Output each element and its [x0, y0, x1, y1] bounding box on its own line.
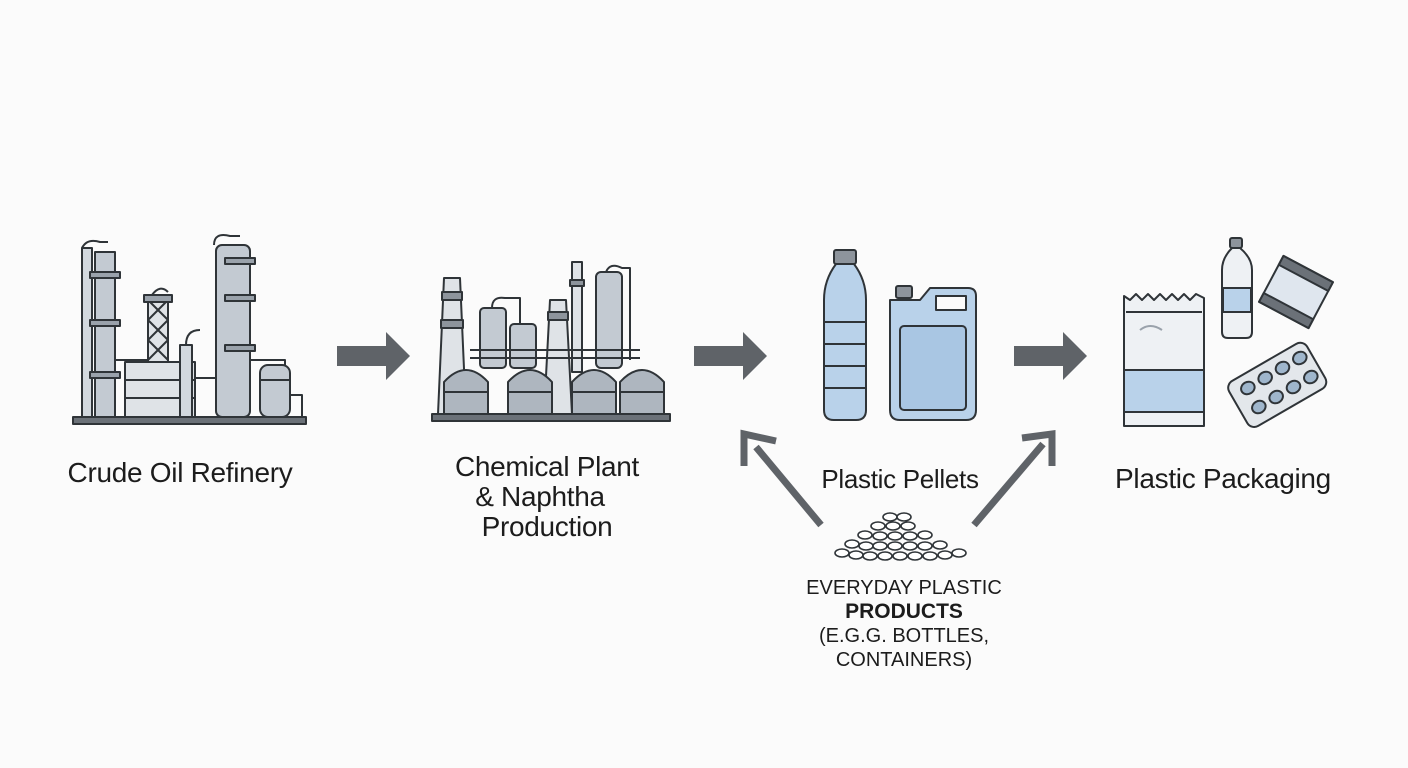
- everyday-products-line4: CONTAINERS): [835, 649, 973, 671]
- everyday-products-line1: EVERYDAY PLASTIC: [806, 577, 1002, 599]
- flow-arrow-3: [1014, 332, 1087, 380]
- everyday-products-line2: PRODUCTS: [845, 600, 963, 623]
- oil-refinery-icon: [72, 234, 307, 425]
- flow-arrow-pellets-to-packaging: [971, 430, 1056, 528]
- chemical-plant-label-line2: & Naphtha: [475, 481, 605, 512]
- flow-arrow-2: [694, 332, 767, 380]
- pellets-label: Plastic Pellets: [821, 464, 979, 494]
- refinery-label: Crude Oil Refinery: [67, 457, 293, 488]
- packaging-label: Plastic Packaging: [1115, 463, 1331, 494]
- chemical-plant-icon: [431, 261, 671, 422]
- chemical-plant-label-line3: Production: [481, 511, 613, 542]
- plastic-bottle-and-jerrycan-icon: [823, 249, 977, 421]
- plastic-packaging-icon: [1123, 237, 1334, 428]
- pellet-pile-icon: [834, 512, 967, 561]
- everyday-products-label: EVERYDAY PLASTIC PRODUCTS (E.G.G. BOTTLE…: [768, 576, 1040, 672]
- flow-arrow-1: [337, 332, 410, 380]
- everyday-products-line3: (E.G.G. BOTTLES,: [818, 625, 990, 647]
- chemical-plant-label-line1: Chemical Plant: [454, 451, 640, 482]
- flow-arrow-pellets-to-bottles: [740, 429, 824, 528]
- chemical-plant-label: Chemical Plant & Naphtha Production: [402, 452, 692, 542]
